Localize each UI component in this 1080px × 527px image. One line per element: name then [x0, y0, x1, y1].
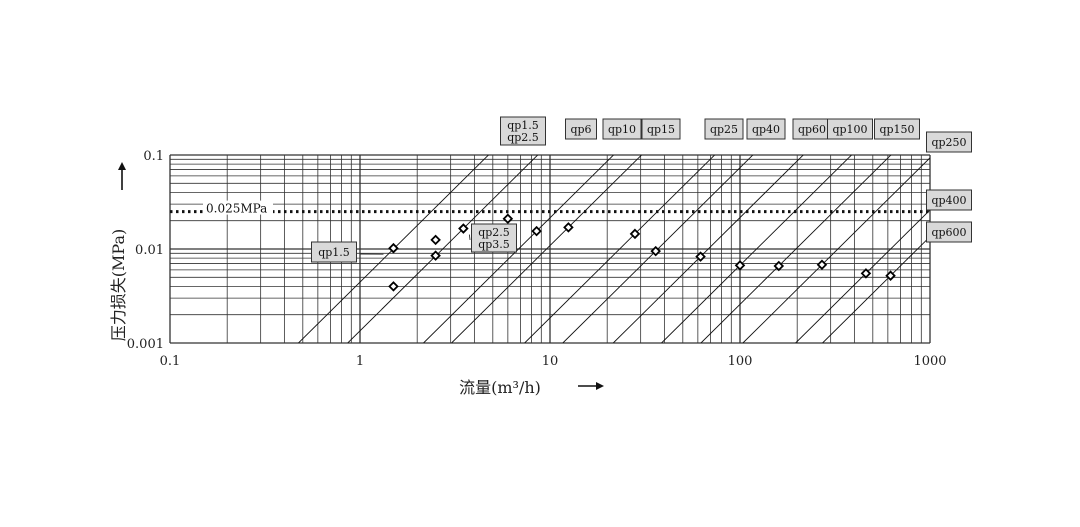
flow-curve — [451, 155, 643, 343]
series-label-box: qp10 — [602, 118, 642, 140]
label-text: qp3.5 — [478, 238, 510, 251]
label-text: qp2.5 — [478, 226, 510, 239]
y-axis-title: 压力损失(MPa) — [109, 229, 128, 341]
flow-curve — [524, 155, 716, 343]
data-point-marker — [563, 222, 574, 233]
tick-labels: 0.1 1 10 100 1000 0.1 0.01 0.001 — [127, 149, 947, 369]
y-axis-arrow — [118, 162, 126, 190]
x-tick-label: 100 — [728, 354, 753, 369]
y-tick-label: 0.01 — [135, 243, 164, 258]
x-axis-arrow — [578, 382, 604, 390]
label-text: qp25 — [710, 123, 738, 136]
flow-curve — [661, 155, 853, 343]
flow-curves — [298, 155, 930, 343]
label-box — [565, 118, 597, 140]
label-box — [641, 118, 681, 140]
flow-curve — [700, 155, 892, 343]
label-leader — [468, 234, 471, 241]
reference-line-label: 0.025MPa — [206, 202, 267, 216]
label-text: qp1.5 — [318, 246, 350, 259]
label-text: qp15 — [647, 123, 675, 136]
series-label-box: qp15 — [641, 118, 681, 140]
data-point-marker — [816, 259, 828, 271]
data-point-marker — [650, 245, 661, 257]
label-box — [874, 118, 920, 140]
series-label-box: qp40 — [746, 118, 786, 140]
data-point-marker — [430, 250, 441, 261]
x-tick-label: 1 — [356, 354, 364, 369]
series-label-box: qp60 — [792, 118, 832, 140]
data-point-marker — [531, 225, 542, 237]
label-box — [704, 118, 744, 140]
flow-curve — [795, 209, 930, 343]
label-box — [311, 241, 357, 263]
label-text: qp400 — [931, 194, 966, 207]
flow-curve — [298, 155, 490, 343]
label-box — [926, 189, 972, 211]
y-tick-label: 0.001 — [127, 337, 164, 352]
series-label-box: qp250 — [926, 131, 972, 153]
label-box — [602, 118, 642, 140]
x-axis-title: 流量(m³/h) — [459, 378, 541, 397]
label-text: qp2.5 — [507, 131, 539, 144]
label-text: qp100 — [832, 123, 867, 136]
flow-curve — [562, 155, 754, 343]
data-points — [388, 213, 896, 292]
label-box — [827, 118, 873, 140]
label-box — [500, 116, 546, 146]
flow-curve — [347, 155, 539, 343]
series-label-box: qp100 — [827, 118, 873, 140]
series-label-box: qp150 — [874, 118, 920, 140]
label-box — [926, 221, 972, 243]
flow-curve — [822, 236, 930, 343]
series-label-box: qp6 — [565, 118, 597, 140]
data-point-marker — [773, 260, 785, 272]
data-point-marker — [629, 228, 641, 240]
reference-label-bg — [203, 200, 273, 215]
label-text: qp10 — [608, 123, 636, 136]
label-box — [746, 118, 786, 140]
data-point-marker — [388, 281, 399, 292]
label-box — [926, 131, 972, 153]
data-point-marker — [502, 213, 514, 224]
x-tick-label: 10 — [542, 354, 559, 369]
series-label-box: qp600 — [926, 221, 972, 243]
label-text: qp60 — [798, 123, 826, 136]
callout-box: qp1.5 — [311, 241, 384, 263]
x-tick-label: 0.1 — [160, 354, 181, 369]
flow-curve — [423, 155, 615, 343]
series-label-box: qp25 — [704, 118, 744, 140]
data-point-marker — [430, 234, 441, 246]
label-text: qp600 — [931, 226, 966, 239]
grid — [169, 154, 931, 344]
series-label-box: qp400 — [926, 189, 972, 211]
data-point-marker — [458, 223, 469, 234]
data-point-marker — [885, 270, 896, 281]
data-point-marker — [695, 251, 706, 262]
label-text: qp150 — [879, 123, 914, 136]
label-text: qp6 — [570, 123, 591, 136]
label-text: qp1.5 — [507, 119, 539, 132]
x-tick-label: 1000 — [913, 354, 946, 369]
data-point-marker — [388, 242, 399, 254]
data-point-marker — [734, 260, 746, 271]
y-tick-label: 0.1 — [143, 149, 164, 164]
flow-curve — [742, 157, 930, 343]
flow-curve — [612, 155, 804, 343]
data-point-marker — [860, 268, 872, 279]
label-text: qp40 — [752, 123, 780, 136]
reference-line-group: 0.025MPa — [170, 200, 930, 216]
label-text: qp250 — [931, 136, 966, 149]
label-box — [471, 223, 517, 253]
